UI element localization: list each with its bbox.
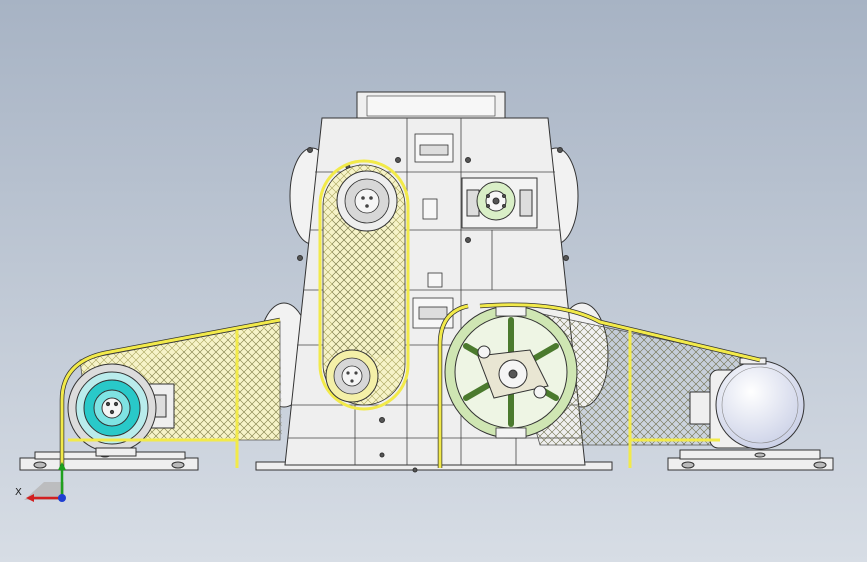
right-motor [689, 357, 805, 450]
right-motor-body [715, 360, 805, 450]
right-guard-rail [479, 303, 761, 362]
spring-block [422, 198, 438, 220]
guard-rails-yellow [60, 303, 761, 468]
vertical-belt-drive [318, 159, 410, 411]
left-guard-rail [60, 318, 281, 468]
flywheel [444, 305, 578, 439]
vertical-belt-guard-rail [318, 159, 410, 411]
x-axis-label: X [15, 487, 22, 498]
flywheel-guard-rail [438, 304, 469, 468]
adjuster-nut [427, 272, 443, 288]
left-motor [67, 363, 175, 457]
upper-right-bearing [461, 177, 538, 229]
left-base-plate [19, 457, 199, 471]
right-motor-end-bell [689, 391, 711, 425]
coordinate-triad: X [15, 462, 66, 502]
z-axis-dot [58, 494, 66, 502]
right-base-rail [679, 449, 821, 460]
